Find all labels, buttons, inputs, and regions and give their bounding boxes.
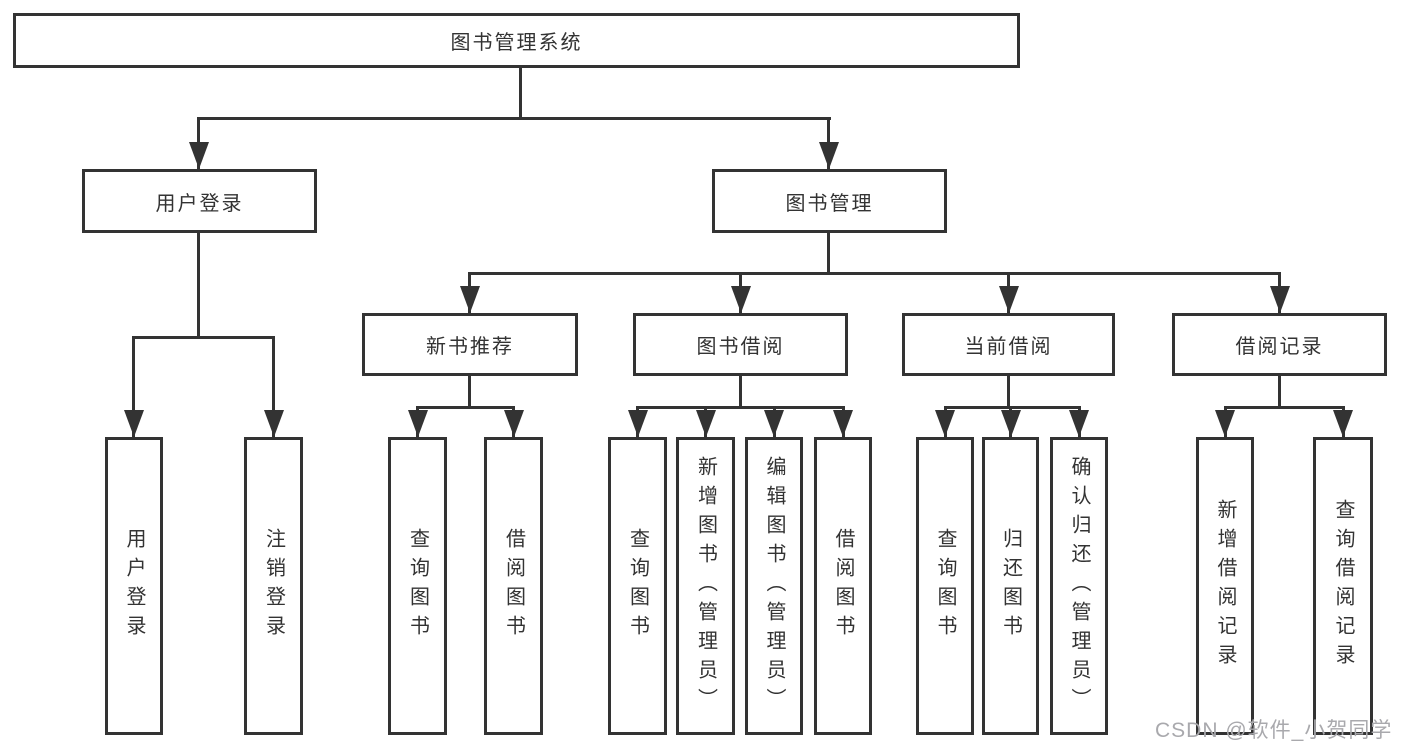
arrow-down-icon bbox=[1270, 286, 1290, 313]
connector-line bbox=[132, 336, 135, 437]
arrow-down-icon bbox=[731, 286, 751, 313]
node-book-management: 图书管理 bbox=[712, 169, 947, 233]
leaf-borrow-query-books-label: 查询图书 bbox=[626, 528, 649, 644]
arrow-down-icon bbox=[1333, 410, 1353, 437]
connector-line bbox=[132, 336, 275, 339]
arrow-down-icon bbox=[764, 410, 784, 437]
node-current-borrow-label: 当前借阅 bbox=[964, 336, 1053, 358]
leaf-confirm-return-admin-label: 确认归还（管理员） bbox=[1068, 455, 1090, 717]
connector-line bbox=[827, 233, 830, 272]
leaf-user-login: 用户登录 bbox=[105, 437, 163, 735]
arrow-down-icon bbox=[408, 410, 428, 437]
arrow-down-icon bbox=[833, 410, 853, 437]
leaf-add-book-admin-label: 新增图书（管理员） bbox=[694, 455, 717, 717]
arrow-down-icon bbox=[1069, 410, 1089, 437]
leaf-current-query-books-label: 查询图书 bbox=[934, 528, 956, 644]
connector-line bbox=[416, 406, 515, 409]
leaf-logout-label: 注销登录 bbox=[262, 528, 285, 644]
connector-line bbox=[272, 336, 275, 437]
connector-line bbox=[468, 376, 471, 406]
leaf-borrow-borrow-books-label: 借阅图书 bbox=[832, 528, 854, 644]
node-borrow-records-label: 借阅记录 bbox=[1235, 336, 1324, 358]
node-book-borrow: 图书借阅 bbox=[633, 313, 848, 376]
connector-line bbox=[468, 272, 1281, 275]
leaf-return-book-label: 归还图书 bbox=[999, 528, 1022, 644]
leaf-borrow-query-books: 查询图书 bbox=[608, 437, 667, 735]
connector-line bbox=[1278, 376, 1281, 406]
leaf-add-borrow-record: 新增借阅记录 bbox=[1196, 437, 1254, 735]
arrow-down-icon bbox=[696, 410, 716, 437]
node-current-borrow: 当前借阅 bbox=[902, 313, 1115, 376]
leaf-user-login-label: 用户登录 bbox=[123, 528, 145, 644]
connector-line bbox=[944, 406, 1081, 409]
leaf-query-borrow-record-label: 查询借阅记录 bbox=[1332, 499, 1354, 673]
node-root-label: 图书管理系统 bbox=[450, 32, 583, 54]
arrow-down-icon bbox=[999, 286, 1019, 313]
leaf-add-borrow-record-label: 新增借阅记录 bbox=[1214, 499, 1236, 673]
leaf-query-borrow-record: 查询借阅记录 bbox=[1313, 437, 1373, 735]
node-root: 图书管理系统 bbox=[13, 13, 1020, 68]
leaf-borrow-borrow-books: 借阅图书 bbox=[814, 437, 872, 735]
arrow-down-icon bbox=[460, 286, 480, 313]
connector-line bbox=[1224, 406, 1345, 409]
connector-line bbox=[519, 68, 522, 117]
leaf-recommend-query-books-label: 查询图书 bbox=[406, 528, 429, 644]
arrow-down-icon bbox=[1001, 410, 1021, 437]
arrow-down-icon bbox=[1215, 410, 1235, 437]
connector-line bbox=[636, 406, 845, 409]
arrow-down-icon bbox=[189, 142, 209, 169]
leaf-edit-book-admin: 编辑图书（管理员） bbox=[745, 437, 803, 735]
arrow-down-icon bbox=[124, 410, 144, 437]
connector-line bbox=[739, 376, 742, 406]
csdn-watermark: CSDN @软件_小贺同学 bbox=[1155, 719, 1393, 742]
leaf-recommend-query-books: 查询图书 bbox=[388, 437, 447, 735]
node-user-login-label: 用户登录 bbox=[155, 192, 244, 215]
leaf-edit-book-admin-label: 编辑图书（管理员） bbox=[763, 455, 785, 717]
connector-line bbox=[197, 233, 200, 336]
node-new-book-recommend-label: 新书推荐 bbox=[426, 336, 514, 358]
connector-line bbox=[197, 117, 831, 120]
arrow-down-icon bbox=[935, 410, 955, 437]
leaf-recommend-borrow-books: 借阅图书 bbox=[484, 437, 543, 735]
node-book-borrow-label: 图书借阅 bbox=[696, 336, 785, 358]
arrow-down-icon bbox=[819, 142, 839, 169]
leaf-return-book: 归还图书 bbox=[982, 437, 1039, 735]
leaf-current-query-books: 查询图书 bbox=[916, 437, 974, 735]
arrow-down-icon bbox=[504, 410, 524, 437]
connector-line bbox=[1007, 376, 1010, 406]
arrow-down-icon bbox=[264, 410, 284, 437]
node-new-book-recommend: 新书推荐 bbox=[362, 313, 578, 376]
leaf-recommend-borrow-books-label: 借阅图书 bbox=[502, 528, 525, 644]
node-borrow-records: 借阅记录 bbox=[1172, 313, 1387, 376]
leaf-logout: 注销登录 bbox=[244, 437, 303, 735]
leaf-add-book-admin: 新增图书（管理员） bbox=[676, 437, 735, 735]
node-user-login: 用户登录 bbox=[82, 169, 317, 233]
node-book-management-label: 图书管理 bbox=[785, 192, 874, 215]
leaf-confirm-return-admin: 确认归还（管理员） bbox=[1050, 437, 1108, 735]
arrow-down-icon bbox=[628, 410, 648, 437]
